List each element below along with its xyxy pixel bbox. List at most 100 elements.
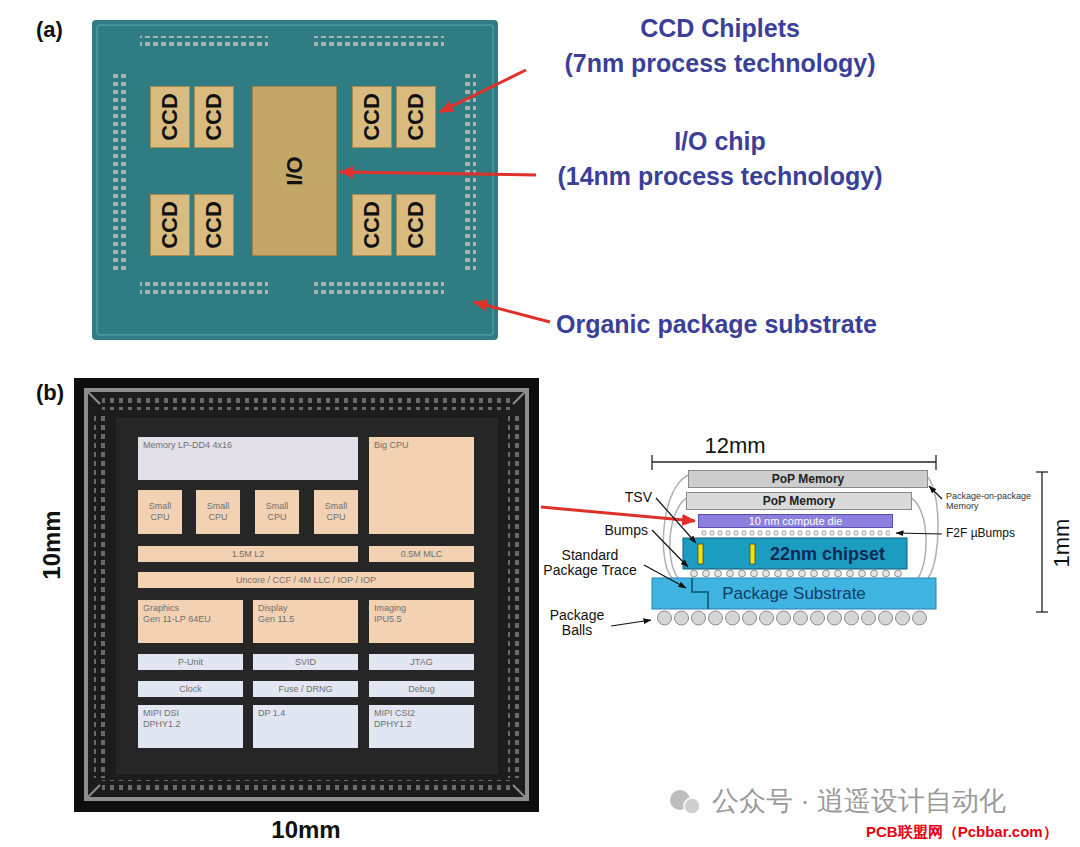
micro-bumps [700, 530, 890, 536]
label: Bumps [588, 522, 648, 538]
node-text: Display [258, 603, 353, 614]
node-text: DPHY1.2 [143, 719, 238, 730]
node-text: PoP Memory [763, 495, 835, 507]
pad-ring [508, 412, 520, 778]
die-frame [86, 390, 527, 799]
label: (14nm process technology) [520, 162, 920, 191]
node-text: 22nm chipset [770, 545, 885, 563]
package-trace [692, 578, 708, 609]
ccd-chiplet: CCD [194, 194, 234, 256]
ccd-chiplet: CCD [396, 86, 436, 148]
die-block: Debug [369, 681, 474, 697]
ccd-chiplet: CCD [194, 86, 234, 148]
tsv [750, 544, 755, 564]
label: Package-on-package Memory [946, 491, 1038, 511]
corner [513, 785, 527, 799]
node-text: I/O [284, 156, 306, 185]
black-leaders [611, 486, 942, 626]
die-photo [74, 378, 539, 812]
dimension-line [1041, 472, 1042, 612]
package-substrate [652, 578, 936, 609]
node-text: MIPI DSI [143, 708, 238, 719]
dimension-tick [935, 455, 936, 470]
die-block: Small CPU [255, 490, 299, 534]
leader-arrow [474, 302, 550, 322]
die-block: MIPI CSI2DPHY1.2 [369, 705, 474, 748]
label: I/O chip [560, 127, 880, 156]
node-text: DPHY1.2 [374, 719, 469, 730]
leader-line [896, 533, 942, 534]
node-text: CCD [203, 93, 225, 141]
node-text: Graphics [143, 603, 238, 614]
corner [86, 390, 100, 404]
ccd-chiplet: CCD [150, 194, 190, 256]
pad-ring [102, 780, 511, 792]
node-text: P-Unit [178, 657, 203, 668]
node-text: CCD [405, 93, 427, 141]
ccd-chiplet: CCD [396, 194, 436, 256]
die-ground [74, 378, 539, 812]
label: 10mm [38, 510, 66, 579]
node-text: 1.5M L2 [232, 549, 265, 560]
node-text: Gen 11-LP 64EU [143, 614, 238, 625]
package-substrate: Package Substrate [652, 578, 936, 609]
package-a [92, 20, 498, 340]
pad-column [112, 70, 126, 270]
dimension-tick [1036, 611, 1048, 612]
node-text: Package Substrate [722, 585, 866, 602]
node-text: SVID [295, 657, 316, 668]
node-text: Big CPU [374, 440, 469, 451]
die-block: ImagingIPU5.5 [369, 600, 474, 643]
die-block: 0.5M MLC [369, 546, 474, 562]
node-text: PoP Memory [772, 473, 844, 485]
label: F2F µBumps [946, 527, 1015, 541]
label: 公众号 · 逍遥设计自动化 [712, 786, 1006, 817]
node-text: Imaging [374, 603, 469, 614]
node-text: Uncore / CCF / 4M LLC / IOP / IOP [236, 575, 376, 586]
node-text: CCD [405, 201, 427, 249]
bumps [688, 569, 904, 578]
die-block: MIPI DSIDPHY1.2 [138, 705, 243, 748]
node-text: Memory LP-DD4 4x16 [143, 440, 353, 451]
die-core [116, 418, 498, 774]
label: TSV [598, 489, 652, 505]
leader-line [929, 486, 942, 499]
label: Standard Package Trace [540, 548, 640, 578]
die-block: JTAG [369, 654, 474, 670]
die-block: Memory LP-DD4 4x16 [138, 437, 358, 480]
node-text: MIPI CSI2 [374, 708, 469, 719]
corner [86, 785, 100, 799]
node-text: Small CPU [258, 501, 296, 523]
wire-bond [924, 474, 938, 578]
tsv [698, 544, 703, 564]
die-block: Fuse / DRNG [253, 681, 358, 697]
leader-arrow [340, 172, 536, 175]
ccd-chiplet: CCD [352, 86, 392, 148]
wechat-icon [670, 790, 700, 814]
ccd-chiplet: CCD [352, 194, 392, 256]
node-text: Debug [408, 684, 435, 695]
node-text: CCD [159, 93, 181, 141]
die-block: Big CPU [369, 437, 474, 534]
die-block: Small CPU [138, 490, 182, 534]
die-block: Clock [138, 681, 243, 697]
die-block: Small CPU [196, 490, 240, 534]
label: Organic package substrate [556, 310, 877, 339]
compute-die: 10 nm compute die [698, 514, 893, 528]
node-text: IPU5.5 [374, 614, 469, 625]
pop-memory: PoP Memory [688, 470, 928, 488]
chipset-die [683, 538, 907, 569]
package-balls [656, 610, 928, 626]
chipset-die: 22nm chipset [683, 538, 907, 569]
pad-ring [102, 398, 511, 410]
die-block: SVID [253, 654, 358, 670]
die-block: Uncore / CCF / 4M LLC / IOP / IOP [138, 572, 474, 588]
node-text: CCD [159, 201, 181, 249]
pad-row [314, 36, 444, 50]
die-block: 1.5M L2 [138, 546, 358, 562]
leader-line [652, 530, 688, 567]
io-chip: I/O [252, 86, 337, 256]
dimension-tick [651, 455, 652, 470]
node-text: CCD [361, 201, 383, 249]
node-text: DP 1.4 [258, 708, 353, 719]
